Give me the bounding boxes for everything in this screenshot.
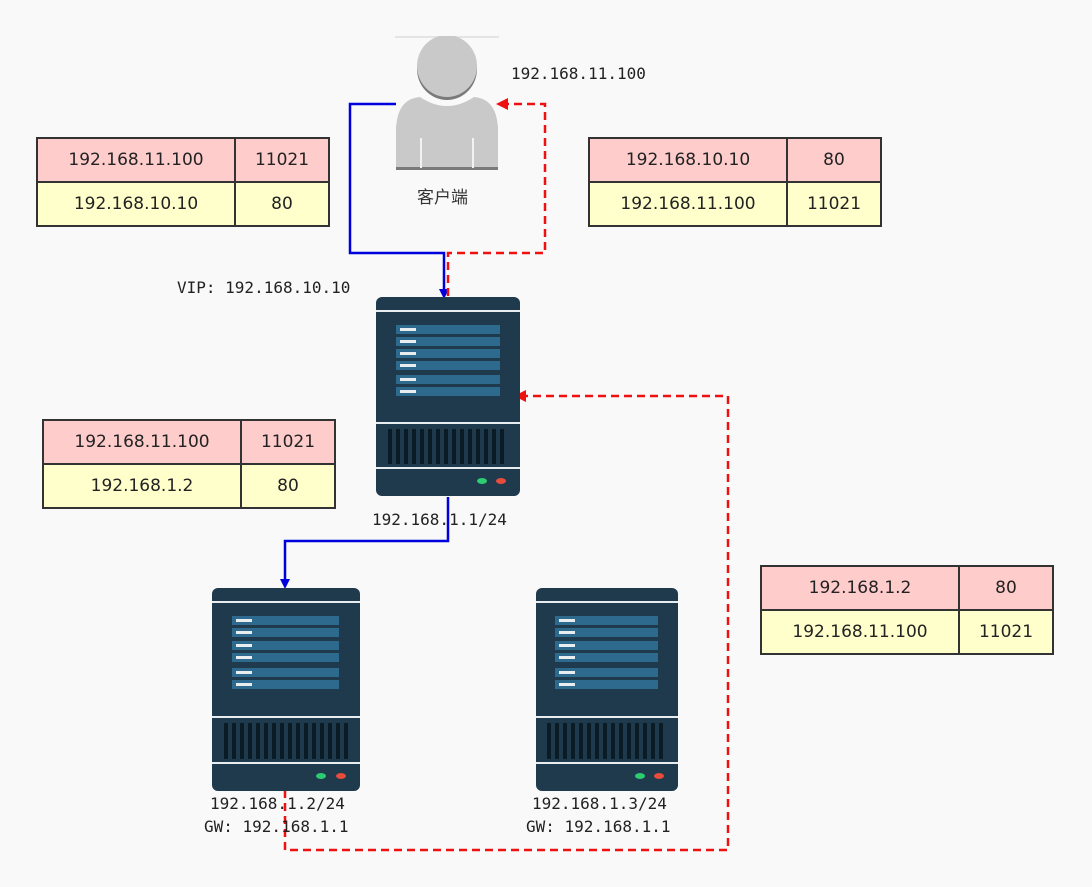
rs1-ip-label: 192.168.1.2/24	[210, 794, 345, 813]
src-port-cell: 11021	[240, 419, 336, 465]
src-port-cell: 11021	[234, 137, 330, 183]
vip-label: VIP: 192.168.10.10	[177, 278, 351, 297]
rs2-gw-label: GW: 192.168.1.1	[526, 817, 671, 836]
src-port-cell: 80	[786, 137, 882, 183]
dip-label: 192.168.1.1/24	[372, 510, 507, 529]
packet-table-forwarded-request: 192.168.11.100 11021 192.168.1.2 80	[42, 419, 336, 509]
dst-port-cell: 11021	[786, 181, 882, 227]
rs2-ip-label: 192.168.1.3/24	[532, 794, 667, 813]
packet-table-client-request: 192.168.11.100 11021 192.168.10.10 80	[36, 137, 330, 227]
rs1-gw-label: GW: 192.168.1.1	[204, 817, 349, 836]
dst-port-cell: 80	[234, 181, 330, 227]
dst-ip-cell: 192.168.11.100	[588, 181, 788, 227]
src-ip-cell: 192.168.1.2	[760, 565, 960, 611]
packet-table-rs-response: 192.168.1.2 80 192.168.11.100 11021	[760, 565, 1054, 655]
real-server-2-icon	[536, 588, 678, 791]
src-ip-cell: 192.168.10.10	[588, 137, 788, 183]
director-server-icon	[376, 297, 520, 496]
dst-ip-cell: 192.168.11.100	[760, 609, 960, 655]
dst-ip-cell: 192.168.1.2	[42, 463, 242, 509]
client-label: 客户端	[417, 188, 468, 208]
client-ip-label: 192.168.11.100	[511, 64, 646, 83]
src-ip-cell: 192.168.11.100	[42, 419, 242, 465]
request-line-director-to-rs1	[280, 497, 450, 589]
dst-port-cell: 11021	[958, 609, 1054, 655]
src-port-cell: 80	[958, 565, 1054, 611]
dst-port-cell: 80	[240, 463, 336, 509]
response-line-rs1-to-director	[283, 390, 730, 852]
real-server-1-icon	[212, 588, 360, 791]
request-line-client-to-director	[348, 102, 449, 299]
user-icon	[395, 36, 499, 170]
packet-table-client-response: 192.168.10.10 80 192.168.11.100 11021	[588, 137, 882, 227]
src-ip-cell: 192.168.11.100	[36, 137, 236, 183]
response-line-director-to-client	[446, 98, 547, 296]
dst-ip-cell: 192.168.10.10	[36, 181, 236, 227]
